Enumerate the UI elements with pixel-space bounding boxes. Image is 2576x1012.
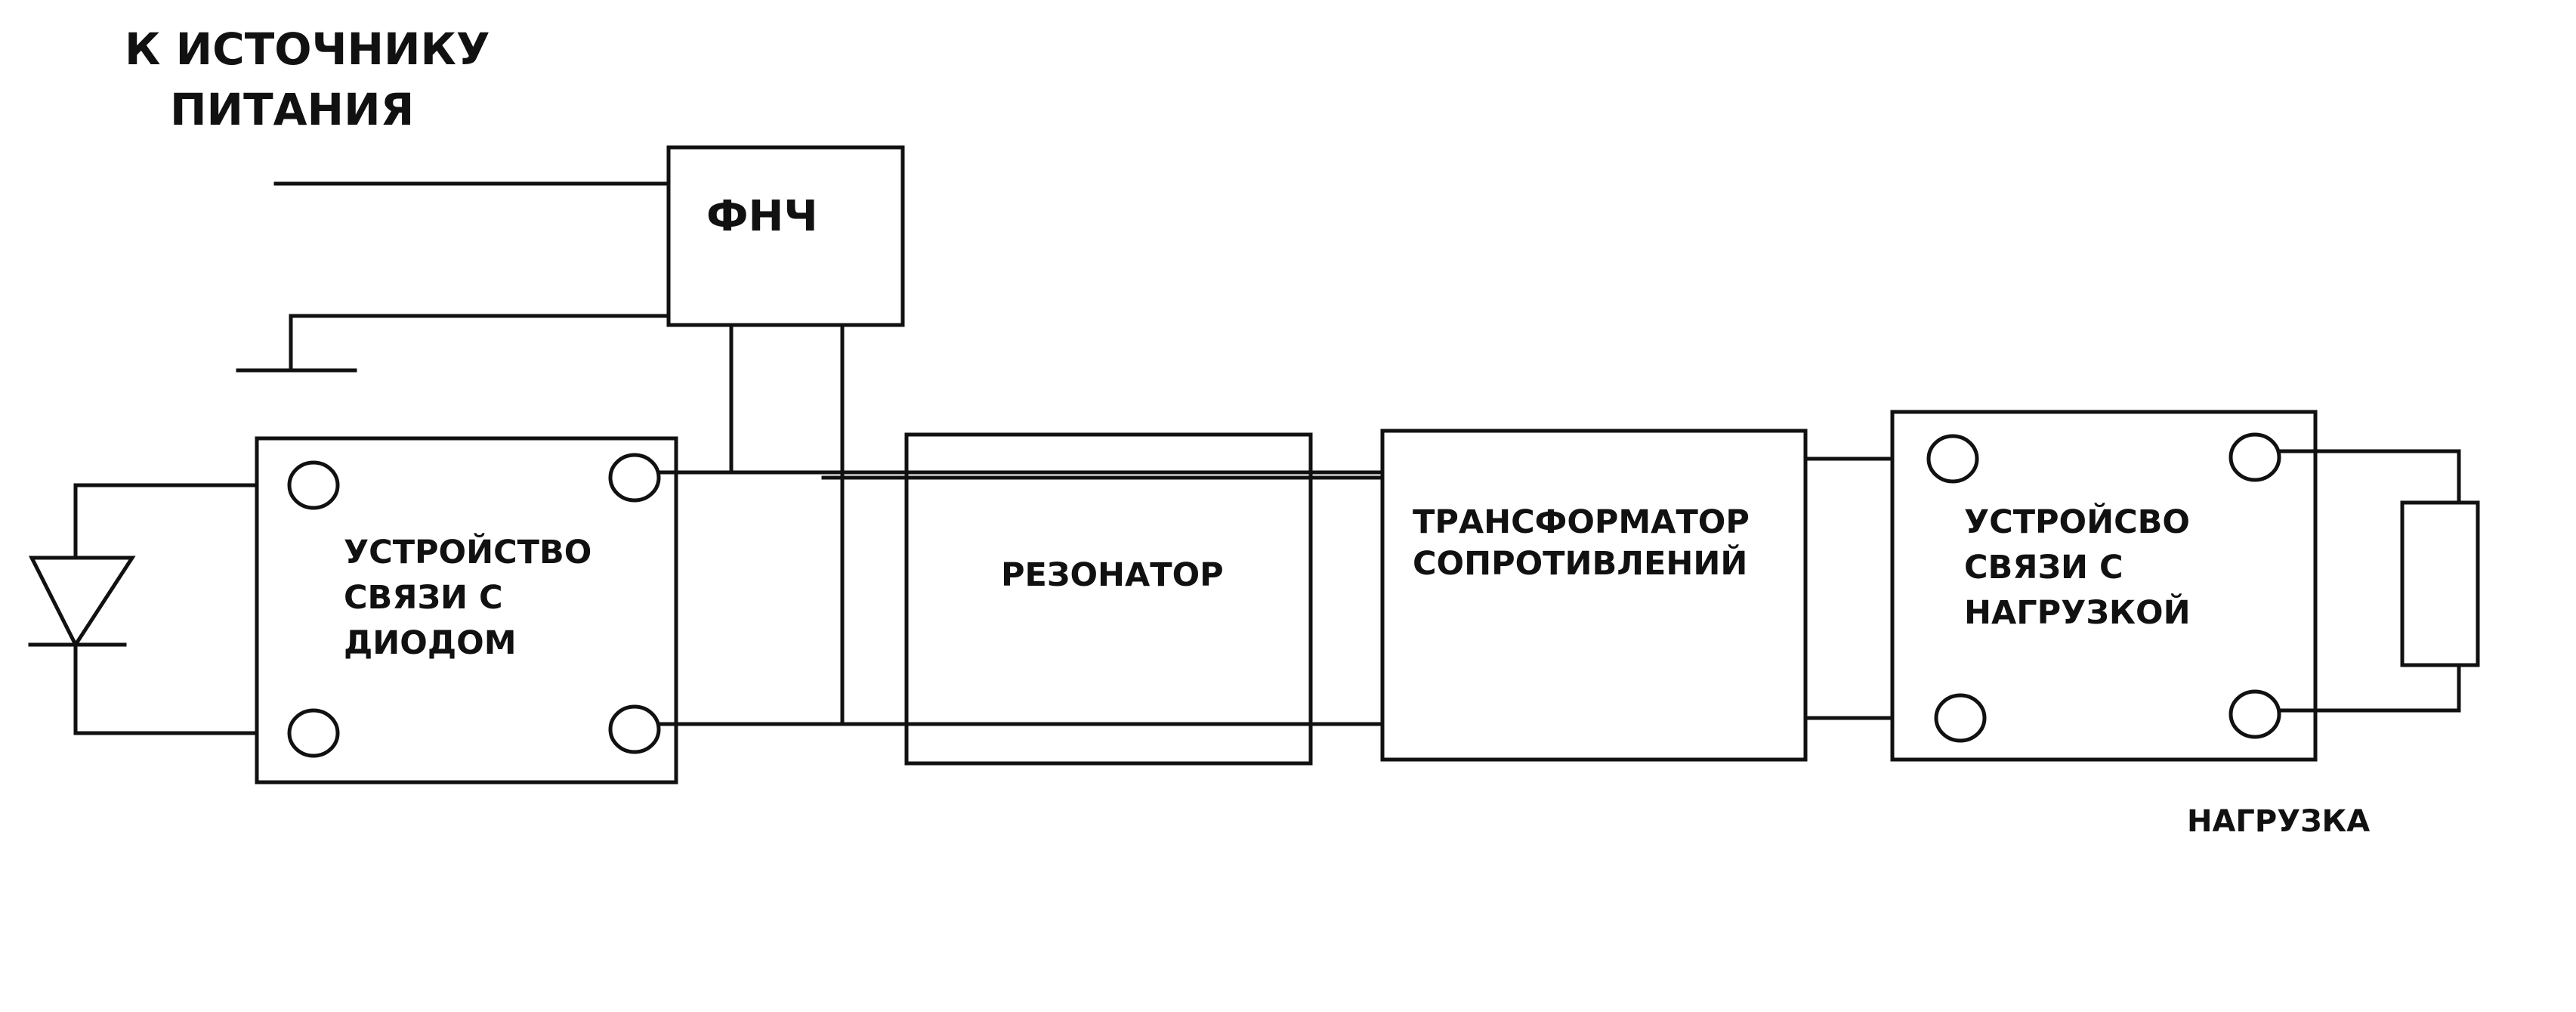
diode-triangle	[28, 556, 136, 649]
load-label: НАГРУЗКА	[2187, 804, 2370, 839]
load-coupler-terminal-br	[2229, 689, 2281, 739]
diode-coupler-label-line2: СВЯЗИ С	[344, 579, 503, 617]
impedance-transformer-box	[1380, 429, 1808, 762]
power-line-bottom	[289, 314, 671, 373]
load-coupler-label-line1: УСТРОЙСВО	[1964, 503, 2190, 541]
load-coupler-terminal-tl	[1926, 434, 1979, 484]
load-wire-bottom	[2278, 663, 2461, 713]
load-coupler-label-line2: СВЯЗИ С	[1964, 549, 2124, 586]
load-coupler-label-line3: НАГРУЗКОЙ	[1964, 593, 2191, 632]
lpf-box	[666, 145, 905, 327]
load-coupler-terminal-bl	[1934, 693, 1987, 743]
diode-coupler-terminal-tr	[608, 453, 661, 503]
load-resistor	[2400, 500, 2480, 667]
impedance-transformer-label-line1: ТРАНСФОРМАТОР	[1413, 503, 1750, 541]
diode-coupler-terminal-br	[608, 704, 661, 754]
resonator-label: РЕЗОНАТОР	[1001, 556, 1224, 594]
diode-coupler-label-line1: УСТРОЙСТВО	[344, 533, 591, 571]
diode-coupler-label-line3: ДИОДОМ	[344, 624, 516, 662]
load-wire-top	[2278, 449, 2461, 505]
diode-coupler-terminal-bl	[287, 708, 340, 758]
power-source-label-line1: К ИСТОЧНИКУ	[125, 23, 490, 75]
diode-coupler-terminal-tl	[287, 460, 340, 510]
load-coupler-terminal-tr	[2229, 432, 2281, 482]
resonator-box	[904, 432, 1313, 766]
power-source-label-line2: ПИТАНИЯ	[170, 84, 414, 135]
impedance-transformer-label-line2: СОПРОТИВЛЕНИЙ	[1413, 544, 1747, 583]
lpf-label: ФНЧ	[706, 192, 818, 241]
